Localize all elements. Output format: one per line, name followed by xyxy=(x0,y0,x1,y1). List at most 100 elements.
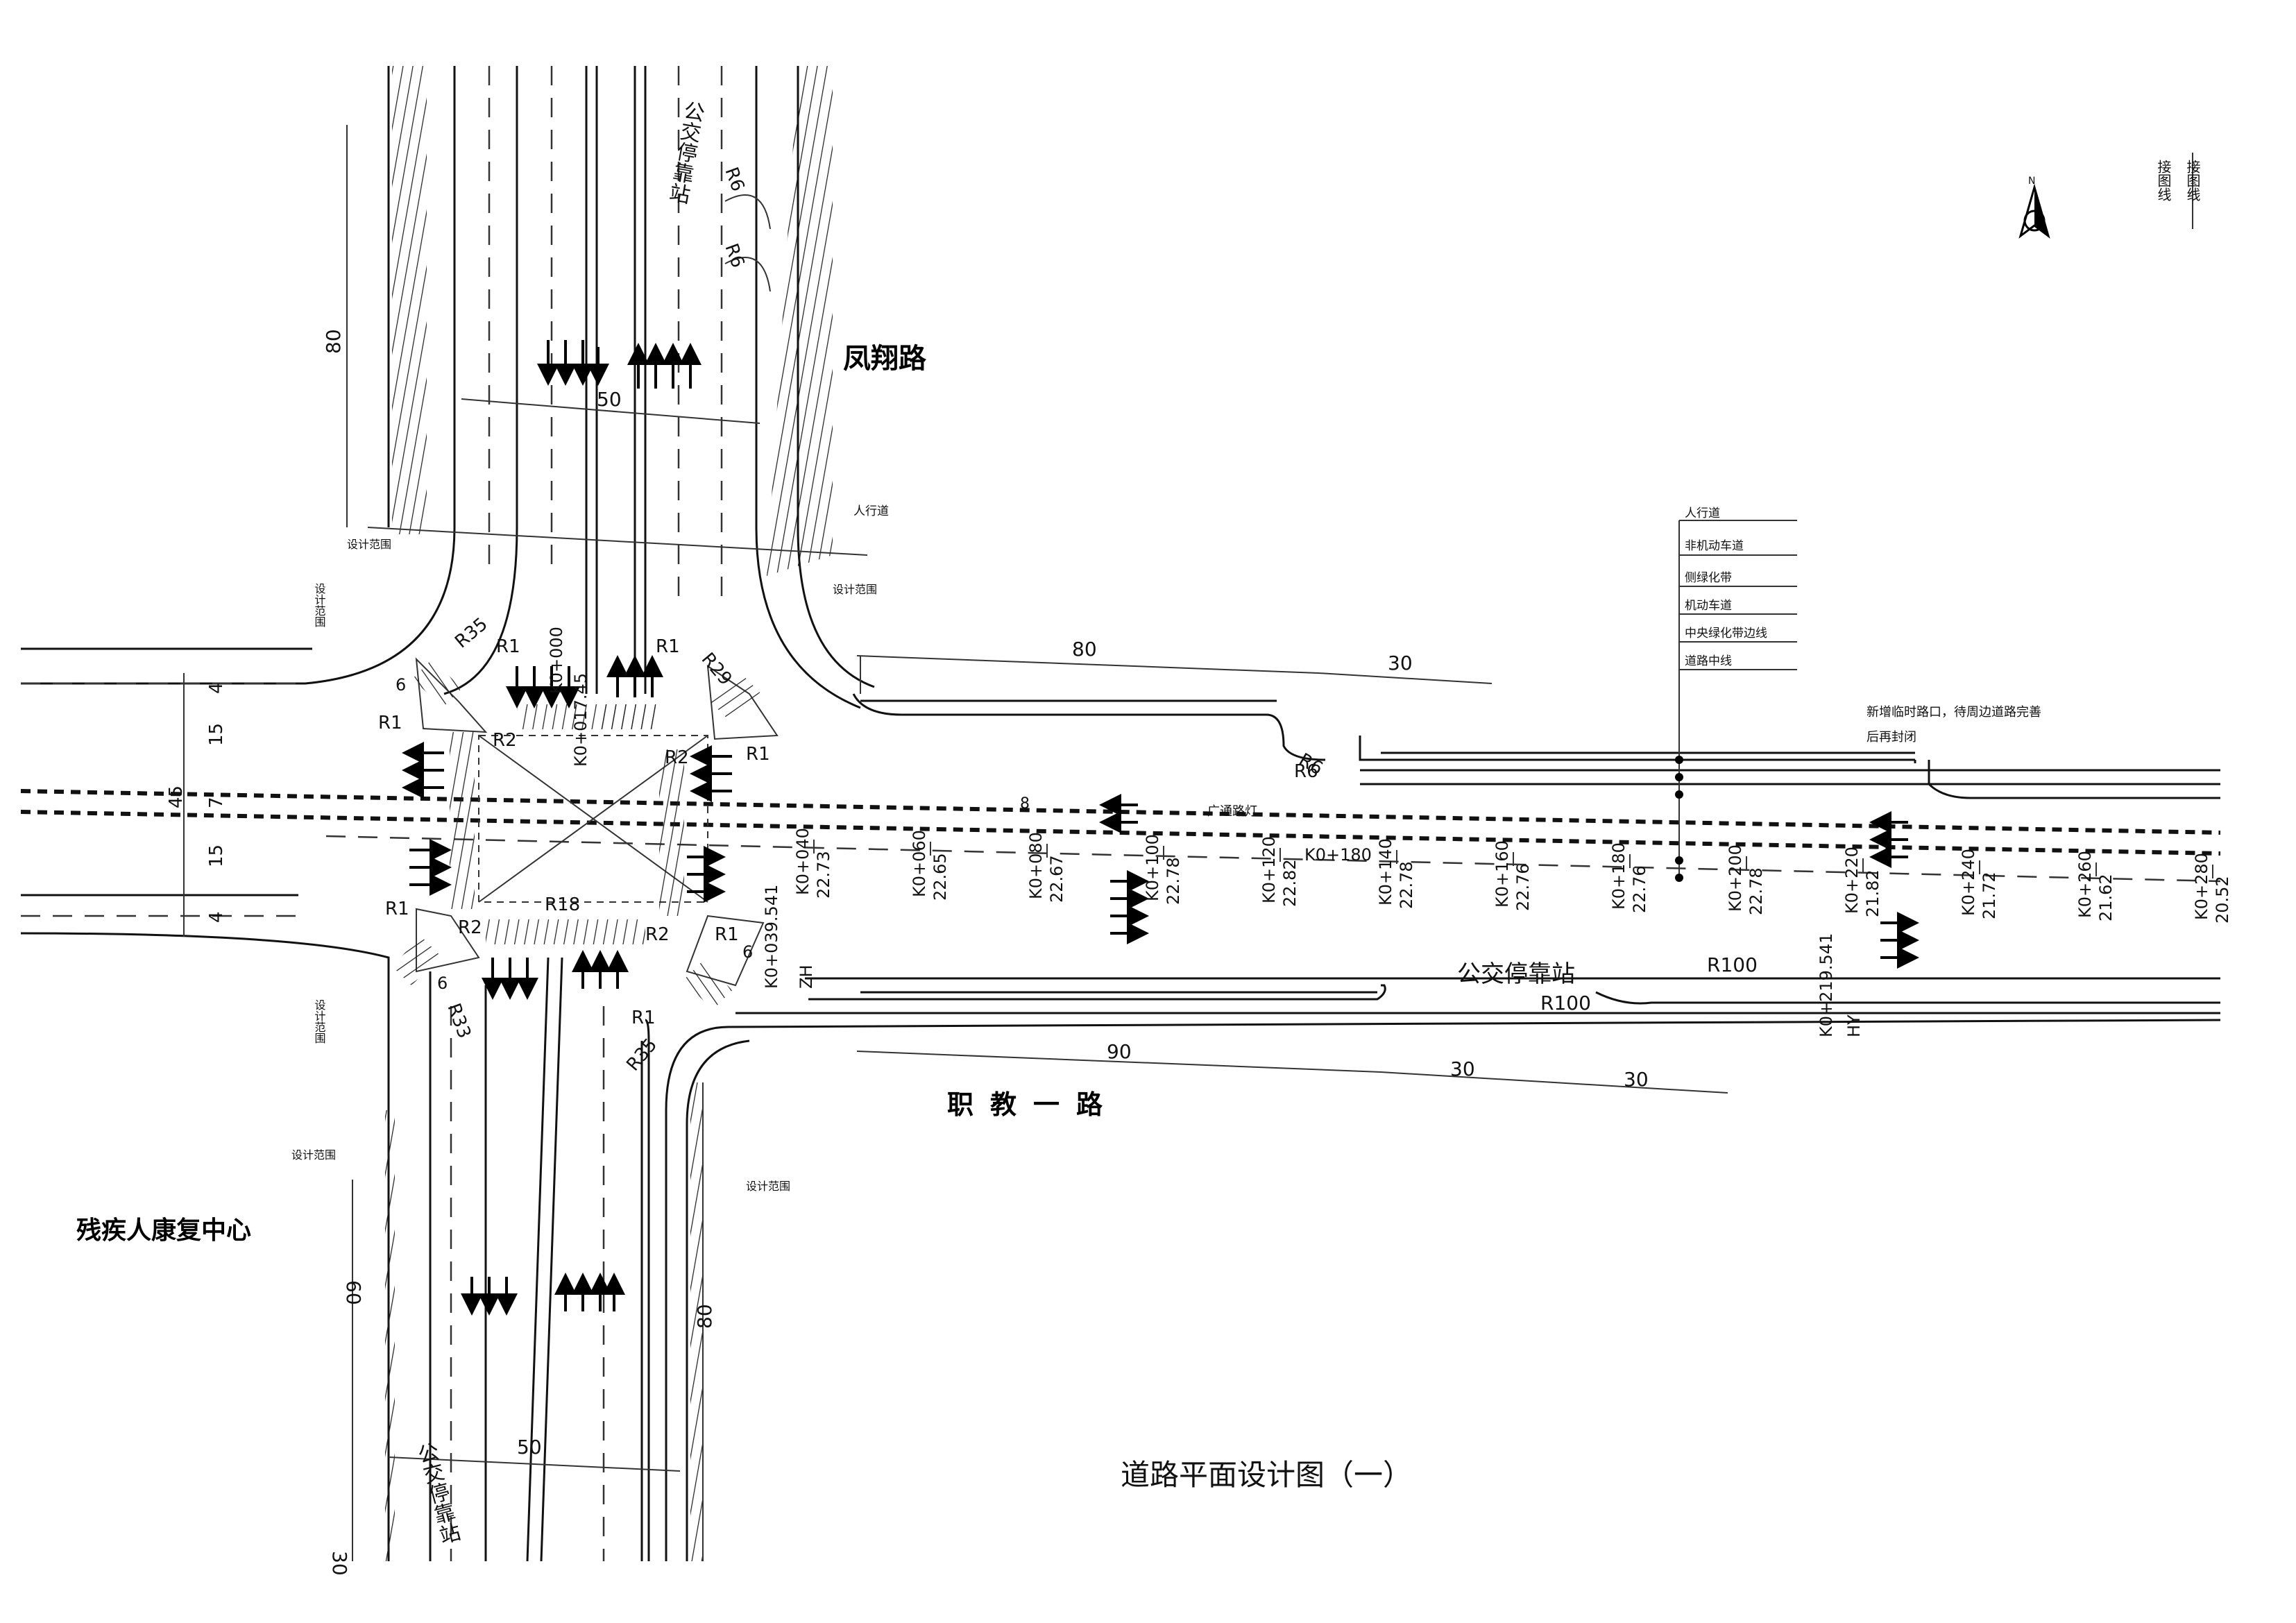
station-label: K0+180 xyxy=(1609,842,1629,910)
station-label: K0+140 xyxy=(1376,838,1395,906)
station-label: K0+060 xyxy=(910,830,929,897)
station-label: K0+200 xyxy=(1726,844,1745,912)
lane-arrows xyxy=(402,340,1919,1316)
elevation-label: 22.76 xyxy=(1630,865,1649,913)
station-label: K0+080 xyxy=(1026,832,1046,899)
station-zh: K0+039.541 xyxy=(762,885,781,989)
dim-15-b: 15 xyxy=(206,844,227,867)
match-line-label-2: 接图线 xyxy=(2184,160,2201,201)
landmark-label: 残疾人康复中心 xyxy=(76,1216,251,1245)
north-label: N xyxy=(2028,176,2035,187)
design-scope-2: 设计范围 xyxy=(833,583,877,596)
radius-r2-a: R2 xyxy=(493,730,517,751)
section-legend-3: 机动车道 xyxy=(1685,599,1732,613)
south-road xyxy=(385,957,750,1562)
radius-r6-b: R6 xyxy=(720,241,748,271)
station-center: K0+017.45 xyxy=(571,673,590,767)
crosswalk-west-strip xyxy=(450,732,475,909)
dim-50-south: 50 xyxy=(517,1436,542,1459)
dim-80-north: 80 xyxy=(322,329,345,354)
dim-4-b: 4 xyxy=(206,911,227,923)
station-k180: K0+180 xyxy=(1304,845,1372,865)
north-west-slope-hatch xyxy=(392,66,427,534)
crosswalk-se-corner xyxy=(683,960,733,1010)
section-legend-1: 非机动车道 xyxy=(1685,539,1744,553)
elevation-label: 22.82 xyxy=(1280,859,1300,907)
road-name-north-1: 凤翔路 xyxy=(843,343,927,375)
radius-r1-g: R1 xyxy=(631,1008,656,1028)
crosswalk-sw-corner xyxy=(391,936,441,986)
elevation-label: 22.73 xyxy=(814,851,833,899)
dim-45: 45 xyxy=(166,785,187,808)
elevation-label: 21.72 xyxy=(1980,872,1999,919)
radius-r1-d: R1 xyxy=(746,744,770,765)
elevation-label: 22.78 xyxy=(1746,867,1766,915)
crosswalk-east-strip xyxy=(659,749,684,916)
radius-r1-c: R1 xyxy=(378,713,402,733)
station-label: K0+220 xyxy=(1842,847,1862,914)
dim-80-east: 80 xyxy=(1072,638,1097,661)
radius-r35-se: R35 xyxy=(622,1035,661,1075)
crosswalk-ne-corner xyxy=(711,672,760,722)
crosswalk-south-strip xyxy=(486,919,645,944)
station-zh-tag: ZH xyxy=(797,965,816,989)
station-label: K0+040 xyxy=(793,828,813,895)
dim-30-east: 30 xyxy=(1388,652,1413,674)
road-name-east: 职教一路 xyxy=(947,1089,1119,1120)
north-east-slope-hatch xyxy=(767,66,833,576)
station-label: K0+120 xyxy=(1259,836,1279,903)
station-hy-tag: HY xyxy=(1844,1014,1864,1037)
design-scope-4: 设计范围 xyxy=(313,999,326,1044)
radius-r2-c: R2 xyxy=(458,917,482,938)
station-label: K0+100 xyxy=(1143,834,1162,901)
dim-8: 8 xyxy=(1020,795,1030,813)
north-arrow xyxy=(2018,183,2050,239)
radius-r35-nw: R35 xyxy=(451,613,491,652)
south-west-hatch xyxy=(385,1110,395,1561)
crosswalk-north xyxy=(517,704,659,729)
bus-stop-north: 公交停靠站 xyxy=(664,99,707,205)
section-legend-0b: 人行道 xyxy=(1685,507,1720,520)
station-label: K0+160 xyxy=(1493,840,1512,908)
note-new-intersection-2: 后再封闭 xyxy=(1866,730,1916,745)
design-scope-6: 设计范围 xyxy=(746,1180,790,1193)
dim-50-north: 50 xyxy=(597,388,622,411)
station-label: K0+280 xyxy=(2192,853,2211,920)
note-new-intersection-1: 新增临时路口，待周边道路完善 xyxy=(1866,705,2041,720)
dim-80-south: 80 xyxy=(693,1304,716,1329)
note-streetlight: 广通路灯 xyxy=(1207,804,1257,819)
dim-90: 90 xyxy=(1107,1040,1132,1063)
elevation-label: 21.82 xyxy=(1863,869,1882,917)
radius-r1-e: R1 xyxy=(385,899,409,919)
match-line-label-1: 接图线 xyxy=(2155,160,2172,201)
section-leaders xyxy=(1675,520,1797,882)
elevation-label: 20.52 xyxy=(2213,876,2232,924)
radius-r100-b: R100 xyxy=(1540,992,1591,1014)
elevation-label: 22.76 xyxy=(1513,863,1533,911)
station-label: K0+240 xyxy=(1959,849,1978,916)
radius-r100-a: R100 xyxy=(1707,953,1758,976)
radius-r2-d: R2 xyxy=(645,924,670,945)
dim-4-a: 4 xyxy=(206,682,227,694)
elevation-label: 21.62 xyxy=(2096,874,2116,921)
radius-r1-a: R1 xyxy=(496,636,520,657)
dim-6-c: 6 xyxy=(742,942,753,962)
section-legend-4: 中央绿化带边线 xyxy=(1685,627,1767,640)
radius-r1-f: R1 xyxy=(715,924,739,945)
radius-r1-b: R1 xyxy=(656,636,680,657)
station-hy: K0+219.541 xyxy=(1817,933,1836,1037)
north-road xyxy=(21,66,875,709)
elevation-label: 22.78 xyxy=(1164,857,1183,905)
dim-7: 7 xyxy=(206,797,227,808)
station-k0-000: K0+000 xyxy=(547,627,566,694)
dim-30-c: 30 xyxy=(1624,1068,1649,1091)
radius-r6-a: R6 xyxy=(720,164,748,194)
west-road xyxy=(20,647,390,1561)
bus-stop-east: 公交停靠站 xyxy=(1457,960,1575,988)
dimension-lines xyxy=(183,125,1728,1561)
elevation-label: 22.65 xyxy=(930,853,950,901)
radius-r2-b: R2 xyxy=(665,747,689,768)
elevation-label: 22.67 xyxy=(1047,855,1066,903)
drawing-title: 道路平面设计图（一） xyxy=(1121,1458,1412,1492)
station-label: K0+260 xyxy=(2075,851,2095,918)
